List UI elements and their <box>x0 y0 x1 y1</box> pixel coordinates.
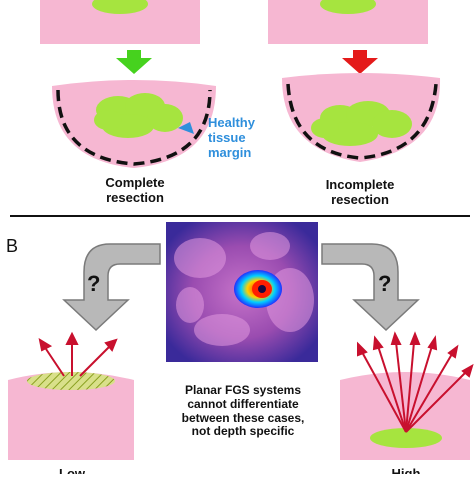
complete-resection-caption: Complete resection <box>80 175 190 206</box>
green-down-arrow <box>116 50 152 74</box>
panel-b-letter: B <box>6 236 19 256</box>
left-question-mark: ? <box>87 271 101 296</box>
right-question-mark: ? <box>378 271 392 296</box>
healthy-margin-line1: Healthy <box>208 115 255 130</box>
left-margin-dashes <box>56 89 212 166</box>
complete-caption-line2: resection <box>106 189 164 205</box>
top-left-tumor <box>92 0 148 14</box>
explanation-line4: not depth specific <box>191 424 295 439</box>
high-label-cropped: High <box>391 466 421 474</box>
fluorescence-hotspot <box>234 270 282 308</box>
healthy-margin-line3: margin <box>208 144 252 160</box>
explanation-line2: cannot differentiate <box>187 396 299 411</box>
left-bottom-tissue <box>8 372 134 460</box>
explanation-line1: Planar FGS systems <box>184 383 302 397</box>
complete-caption-line1: Complete <box>105 175 165 190</box>
left-gray-curved-arrow <box>62 243 161 332</box>
planar-fgs-explanation: Planar FGS systems cannot differentiate … <box>168 383 318 439</box>
right-margin-dashes <box>286 83 438 160</box>
left-tumor-cluster <box>94 93 183 138</box>
shallow-hatched-tumor <box>27 372 115 390</box>
red-down-arrow <box>342 50 378 74</box>
low-label-cropped: Low <box>59 466 85 474</box>
incomplete-caption-line1: Incomplete <box>325 177 395 192</box>
low-emission-rays <box>38 331 118 377</box>
top-right-tumor <box>320 0 376 14</box>
healthy-margin-label: Healthy tissue margin <box>208 115 280 161</box>
healthy-margin-line2: tissue <box>208 129 246 145</box>
incomplete-resection-caption: Incomplete resection <box>300 177 420 208</box>
deep-tumor <box>370 428 442 448</box>
fluorescence-tissue-texture <box>174 232 314 346</box>
high-emission-rays <box>357 331 474 433</box>
right-gray-curved-arrow <box>321 243 420 332</box>
margin-pointer <box>178 122 194 134</box>
incomplete-caption-line2: resection <box>331 191 389 207</box>
right-tumor-cluster <box>311 101 412 146</box>
explanation-line3: between these cases, <box>181 410 305 425</box>
